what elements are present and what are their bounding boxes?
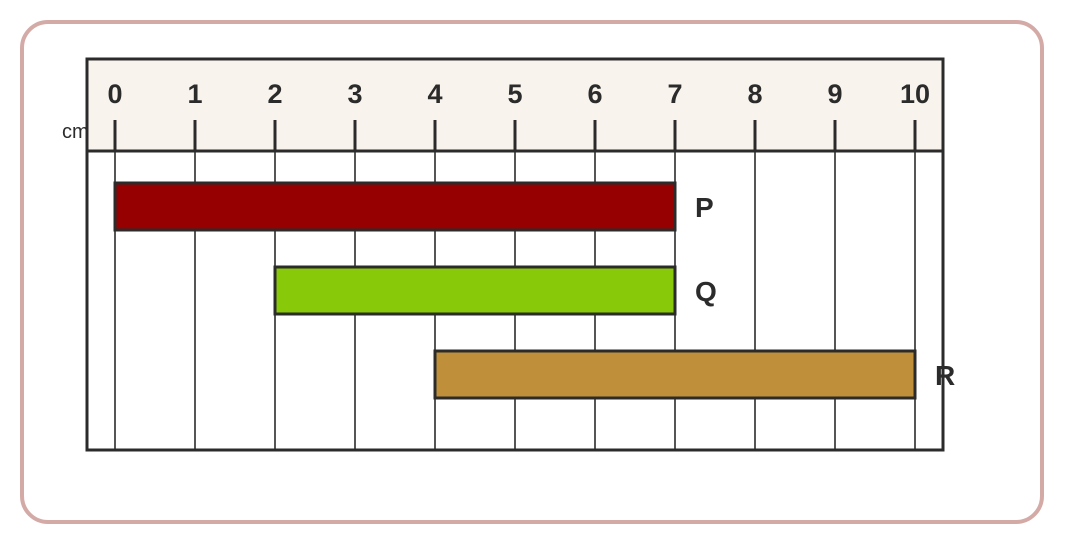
tick-label-8: 8 [747,79,762,109]
bars-group: P Q R [113,181,955,400]
bar-label-r: R [935,360,955,391]
ruler-ticks: 0 1 2 3 4 5 6 7 8 9 10 [107,79,930,151]
unit-label: cm [62,121,89,143]
tick-label-10: 10 [900,79,930,109]
tick-label-0: 0 [107,79,122,109]
tick-label-9: 9 [827,79,842,109]
tick-label-4: 4 [427,79,442,109]
bar-p [113,181,677,232]
tick-label-7: 7 [667,79,682,109]
bar-label-q: Q [695,276,717,307]
bar-q [273,265,677,316]
tick-label-1: 1 [187,79,202,109]
tick-label-6: 6 [587,79,602,109]
tick-label-2: 2 [267,79,282,109]
bar-r [433,349,917,400]
tick-label-5: 5 [507,79,522,109]
tick-label-3: 3 [347,79,362,109]
bar-label-p: P [695,192,714,223]
